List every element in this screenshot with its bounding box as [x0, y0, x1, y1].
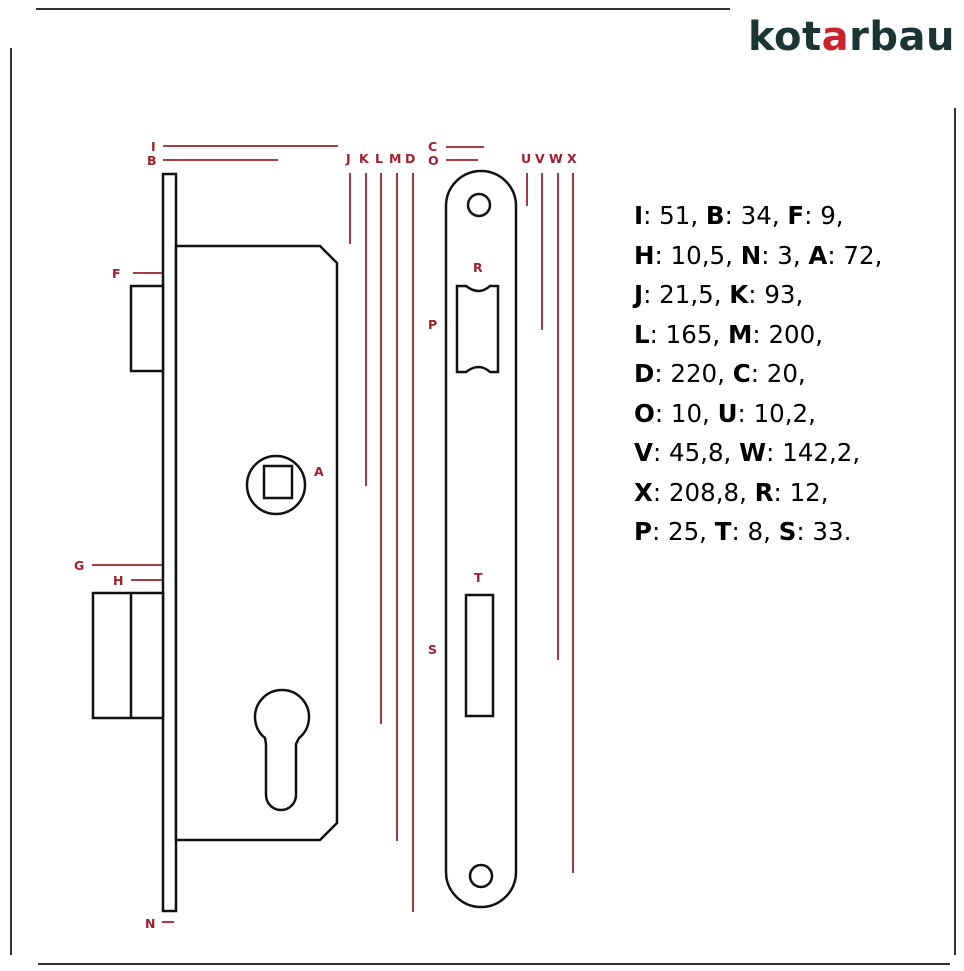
- spec-row: V: 45,8, W: 142,2,: [634, 433, 954, 473]
- spec-key: A: [808, 240, 828, 270]
- spec-value: : 25,: [651, 517, 715, 546]
- bolt-opening: [464, 593, 495, 718]
- spec-value: : 3,: [761, 240, 809, 270]
- faceplate: [161, 172, 178, 913]
- label-D: D: [405, 151, 415, 166]
- dimension-spec-list: I: 51, B: 34, F: 9,H: 10,5, N: 3, A: 72,…: [634, 196, 954, 552]
- spec-value: : 33.: [796, 517, 852, 546]
- spec-row: J: 21,5, K: 93,: [634, 275, 954, 315]
- dimension-letters: I B J K L M D C O U V W X F G H N A R P …: [74, 139, 577, 931]
- spec-key: C: [732, 359, 751, 388]
- spec-value: : 45,8,: [652, 438, 740, 467]
- spec-row: H: 10,5, N: 3, A: 72,: [634, 236, 954, 276]
- dead-bolt: [91, 591, 165, 720]
- brand-prefix: kot: [748, 14, 822, 60]
- brand-logo: kotarbau: [748, 14, 955, 60]
- spec-value: : 9,: [804, 201, 844, 230]
- spec-row: I: 51, B: 34, F: 9,: [634, 196, 954, 236]
- spec-key: L: [634, 319, 650, 349]
- spec-key: T: [714, 517, 732, 546]
- spec-row: L: 165, M: 200,: [634, 315, 954, 355]
- lock-body: [91, 172, 339, 913]
- spec-value: : 220,: [654, 359, 733, 388]
- label-J: J: [345, 151, 351, 166]
- spec-key: W: [739, 438, 767, 467]
- label-H: H: [113, 573, 123, 588]
- label-P: P: [428, 317, 437, 332]
- spec-value: : 10,5,: [654, 240, 741, 270]
- spec-row: X: 208,8, R: 12,: [634, 473, 954, 513]
- spec-key: K: [729, 280, 749, 309]
- spec-value: : 12,: [773, 477, 829, 507]
- label-X: X: [567, 151, 577, 166]
- strike-bottom-screw-hole: [468, 863, 494, 889]
- spec-key: P: [634, 517, 652, 546]
- spec-value: : 200,: [752, 319, 823, 349]
- label-O: O: [428, 153, 439, 168]
- spec-row: D: 220, C: 20,: [634, 354, 954, 394]
- label-L: L: [375, 151, 383, 166]
- label-G: G: [74, 558, 84, 573]
- spec-key: X: [634, 477, 653, 507]
- spec-key: S: [778, 517, 797, 546]
- spindle-square: [262, 464, 294, 500]
- label-R: R: [473, 260, 483, 275]
- strike-plate: [444, 169, 518, 909]
- spec-value: : 208,8,: [652, 477, 755, 507]
- frame: [10, 8, 956, 965]
- spec-key: D: [634, 359, 655, 388]
- spec-row: P: 25, T: 8, S: 33.: [634, 512, 954, 552]
- spec-key: H: [634, 240, 655, 270]
- spec-key: N: [740, 240, 762, 270]
- brand-accent: a: [821, 14, 850, 60]
- label-S: S: [428, 642, 437, 657]
- label-A: A: [314, 464, 324, 479]
- label-K: K: [359, 151, 370, 166]
- label-V: V: [535, 151, 545, 166]
- spec-value: : 10,2,: [737, 398, 816, 428]
- spec-key: O: [634, 398, 655, 428]
- strike-plate-body: [444, 169, 518, 909]
- spec-key: R: [754, 477, 774, 507]
- label-T: T: [474, 570, 483, 585]
- spec-value: : 21,5,: [643, 280, 730, 309]
- spec-value: : 20,: [750, 359, 806, 388]
- label-B: B: [147, 153, 157, 168]
- spec-key: M: [728, 319, 753, 349]
- lock-case: [174, 244, 339, 842]
- label-N: N: [145, 916, 155, 931]
- spec-value: : 165,: [649, 319, 729, 349]
- spec-key: I: [634, 201, 644, 230]
- spec-value: : 8,: [731, 517, 779, 546]
- spec-key: J: [634, 280, 644, 309]
- label-M: M: [389, 151, 401, 166]
- spec-key: U: [717, 398, 738, 428]
- spec-row: O: 10, U: 10,2,: [634, 394, 954, 434]
- cylinder-hole: [253, 688, 311, 812]
- strike-top-screw-hole: [466, 192, 492, 218]
- spec-value: : 93,: [748, 280, 804, 309]
- label-F: F: [112, 266, 121, 281]
- spec-value: : 72,: [827, 240, 883, 270]
- spec-key: V: [634, 438, 653, 467]
- spec-value: : 34,: [724, 201, 788, 230]
- label-I: I: [151, 139, 156, 154]
- spec-value: : 10,: [654, 398, 718, 428]
- label-C: C: [428, 139, 437, 154]
- spec-value: : 51,: [643, 201, 706, 230]
- latch-bolt: [129, 284, 165, 373]
- spec-value: : 142,2,: [766, 438, 861, 467]
- spec-key: F: [787, 201, 805, 230]
- label-U: U: [521, 151, 531, 166]
- latch-opening: [455, 284, 500, 374]
- brand-suffix: rbau: [849, 14, 955, 60]
- spec-key: B: [705, 201, 725, 230]
- label-W: W: [549, 151, 563, 166]
